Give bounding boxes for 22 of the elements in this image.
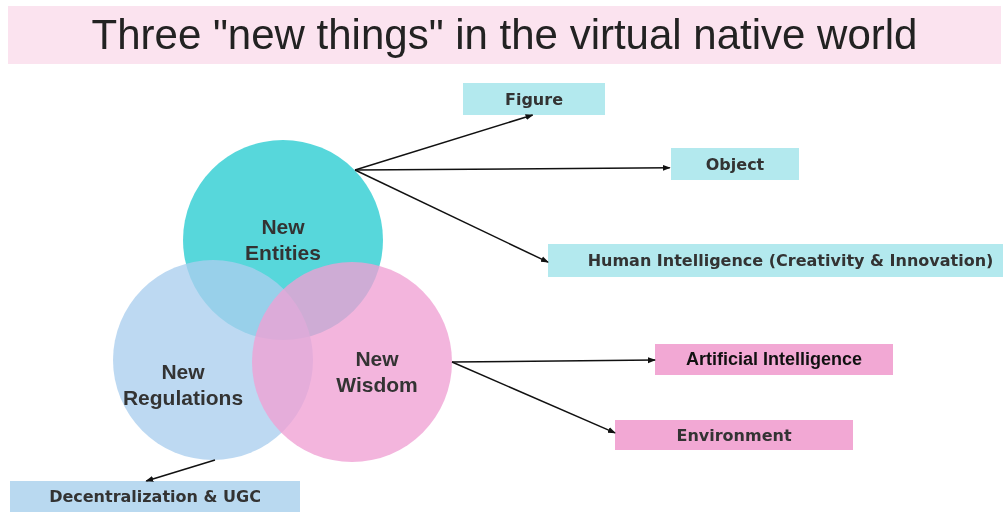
- arrow: [354, 169, 549, 263]
- box-label: Human Intelligence (Creativity & Innovation): [587, 251, 994, 270]
- box-label: Environment: [676, 425, 792, 445]
- circle-label: New Entities: [244, 214, 322, 266]
- arrow: [354, 114, 534, 171]
- arrow: [145, 459, 216, 482]
- box-label: Decentralization & UGC: [49, 487, 261, 506]
- box-label: Figure: [505, 89, 563, 109]
- arrow: [451, 357, 656, 364]
- box-label: Artificial Intelligence: [685, 349, 862, 370]
- circle-label: New Regulations: [121, 359, 245, 411]
- label-box: [548, 244, 1003, 277]
- label-box: [10, 481, 300, 512]
- label-box: [655, 344, 893, 375]
- label-box: [463, 83, 605, 115]
- box-label: Object: [705, 154, 765, 174]
- label-box: [671, 148, 799, 180]
- arrow: [354, 164, 671, 171]
- title: Three "new things" in the virtual native world: [90, 10, 919, 60]
- label-box: [615, 420, 853, 450]
- circle-label: New Wisdom: [335, 346, 419, 398]
- arrow: [451, 361, 616, 434]
